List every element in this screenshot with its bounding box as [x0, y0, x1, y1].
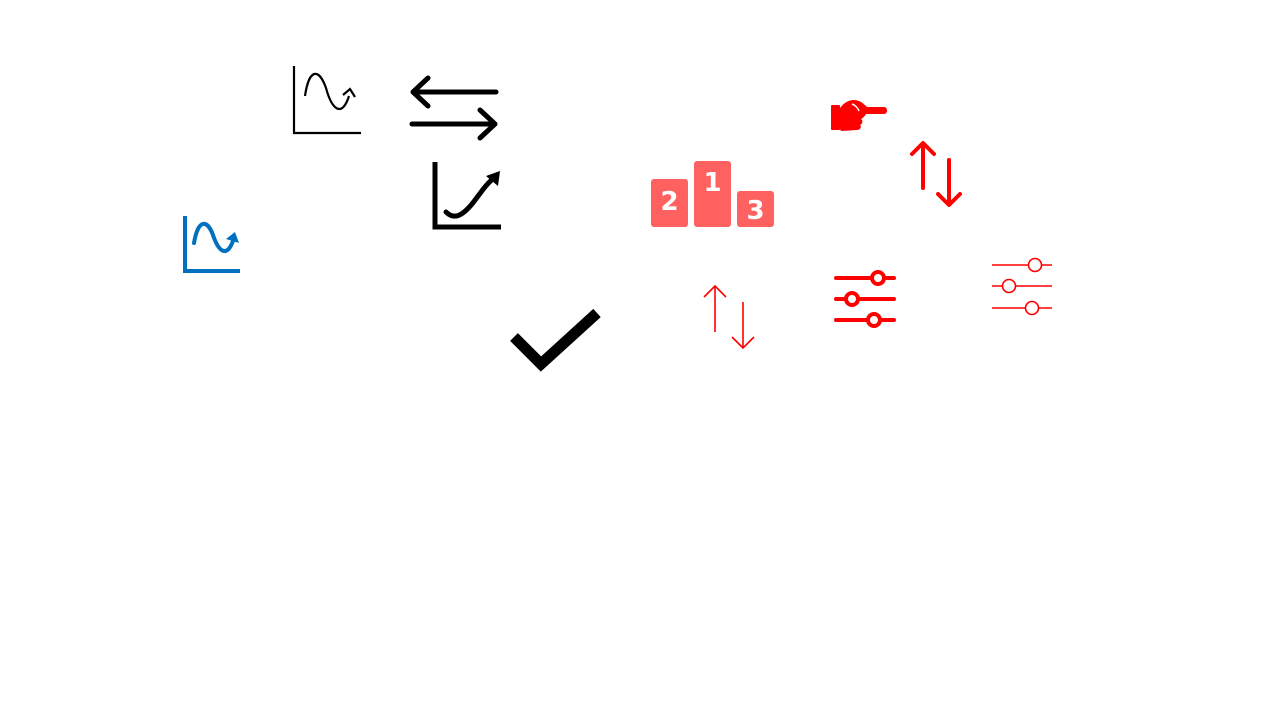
growth-chart-icon [432, 160, 504, 232]
swap-vertical-bold-icon [906, 138, 966, 210]
podium-second-label: 2 [660, 187, 678, 217]
sliders-thin-icon [990, 254, 1056, 320]
pointing-hand-icon [830, 96, 888, 136]
sliders-bold-icon [832, 268, 898, 330]
swap-horizontal-icon [408, 74, 500, 142]
podium-third-label: 3 [746, 196, 764, 226]
wave-chart-outline-icon [292, 66, 362, 136]
podium-first-label: 1 [703, 168, 721, 198]
swap-vertical-thin-icon [700, 282, 760, 352]
wave-chart-blue-icon [182, 215, 242, 275]
checkmark-icon [508, 306, 604, 374]
podium-icon: 2 1 3 [650, 160, 776, 230]
